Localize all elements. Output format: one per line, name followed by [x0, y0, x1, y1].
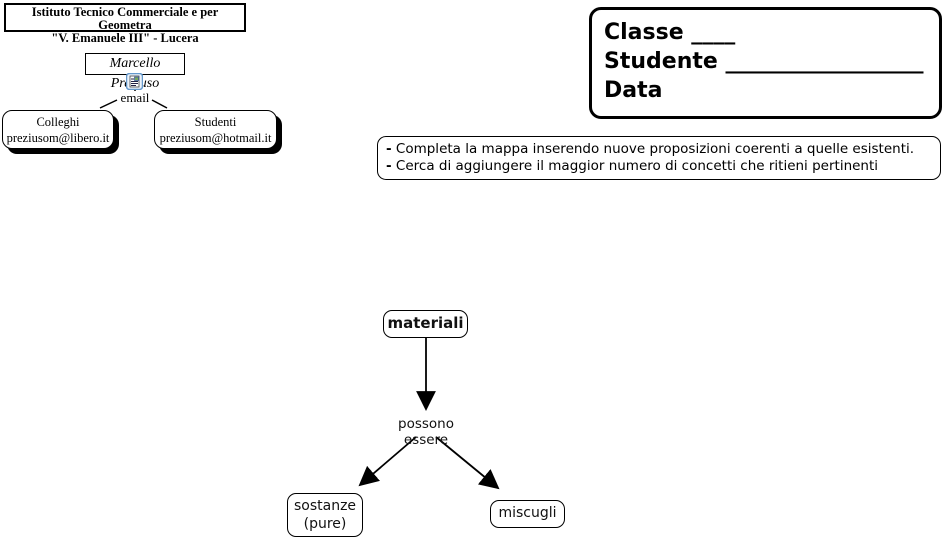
student-form-box: Classe ____ Studente __________________ …	[589, 7, 942, 119]
contact-node-studenti[interactable]: Studenti preziusom@hotmail.it	[154, 110, 277, 149]
contact-title: Studenti	[194, 115, 237, 129]
email-linking-phrase[interactable]: email	[105, 90, 165, 106]
concept-node-label: materiali	[387, 314, 464, 332]
contact-email: preziusom@hotmail.it	[159, 131, 272, 145]
contact-node-colleghi[interactable]: Colleghi preziusom@libero.it	[2, 110, 114, 149]
email-linking-phrase-label: email	[120, 90, 150, 105]
instructions-box: - Completa la mappa inserendo nuove prop…	[377, 136, 941, 180]
form-classe-line: Classe ____	[604, 20, 736, 45]
school-title-line2: "V. Emanuele III" - Lucera	[51, 31, 199, 45]
contact-email: preziusom@libero.it	[6, 131, 110, 145]
school-title-box: Istituto Tecnico Commerciale e per Geome…	[4, 3, 246, 45]
concept-node-miscugli[interactable]: miscugli	[490, 500, 565, 528]
concept-node-sostanze-pure[interactable]: sostanze (pure)	[287, 493, 363, 537]
contact-title: Colleghi	[36, 115, 80, 129]
instruction-bullet: -	[386, 158, 392, 174]
instruction-line: - Cerca di aggiungere il maggior numero …	[386, 158, 940, 175]
instruction-line: - Completa la mappa inserendo nuove prop…	[386, 141, 940, 158]
email-resource-icon[interactable]	[125, 72, 144, 91]
linking-phrase-label: possono essere	[398, 416, 454, 448]
concept-node-label: miscugli	[498, 505, 557, 521]
form-data-line: Data	[604, 78, 663, 103]
form-studente-line: Studente __________________	[604, 49, 924, 74]
instruction-text: Cerca di aggiungere il maggior numero di…	[395, 158, 879, 174]
concept-node-materiali[interactable]: materiali	[383, 310, 468, 338]
linking-phrase-possono-essere[interactable]: possono essere	[376, 416, 476, 448]
school-title-line1: Istituto Tecnico Commerciale e per Geome…	[31, 5, 219, 32]
instruction-text: Completa la mappa inserendo nuove propos…	[395, 141, 915, 157]
author-node[interactable]: Marcello Preziuso	[85, 53, 185, 91]
instruction-bullet: -	[386, 141, 392, 157]
